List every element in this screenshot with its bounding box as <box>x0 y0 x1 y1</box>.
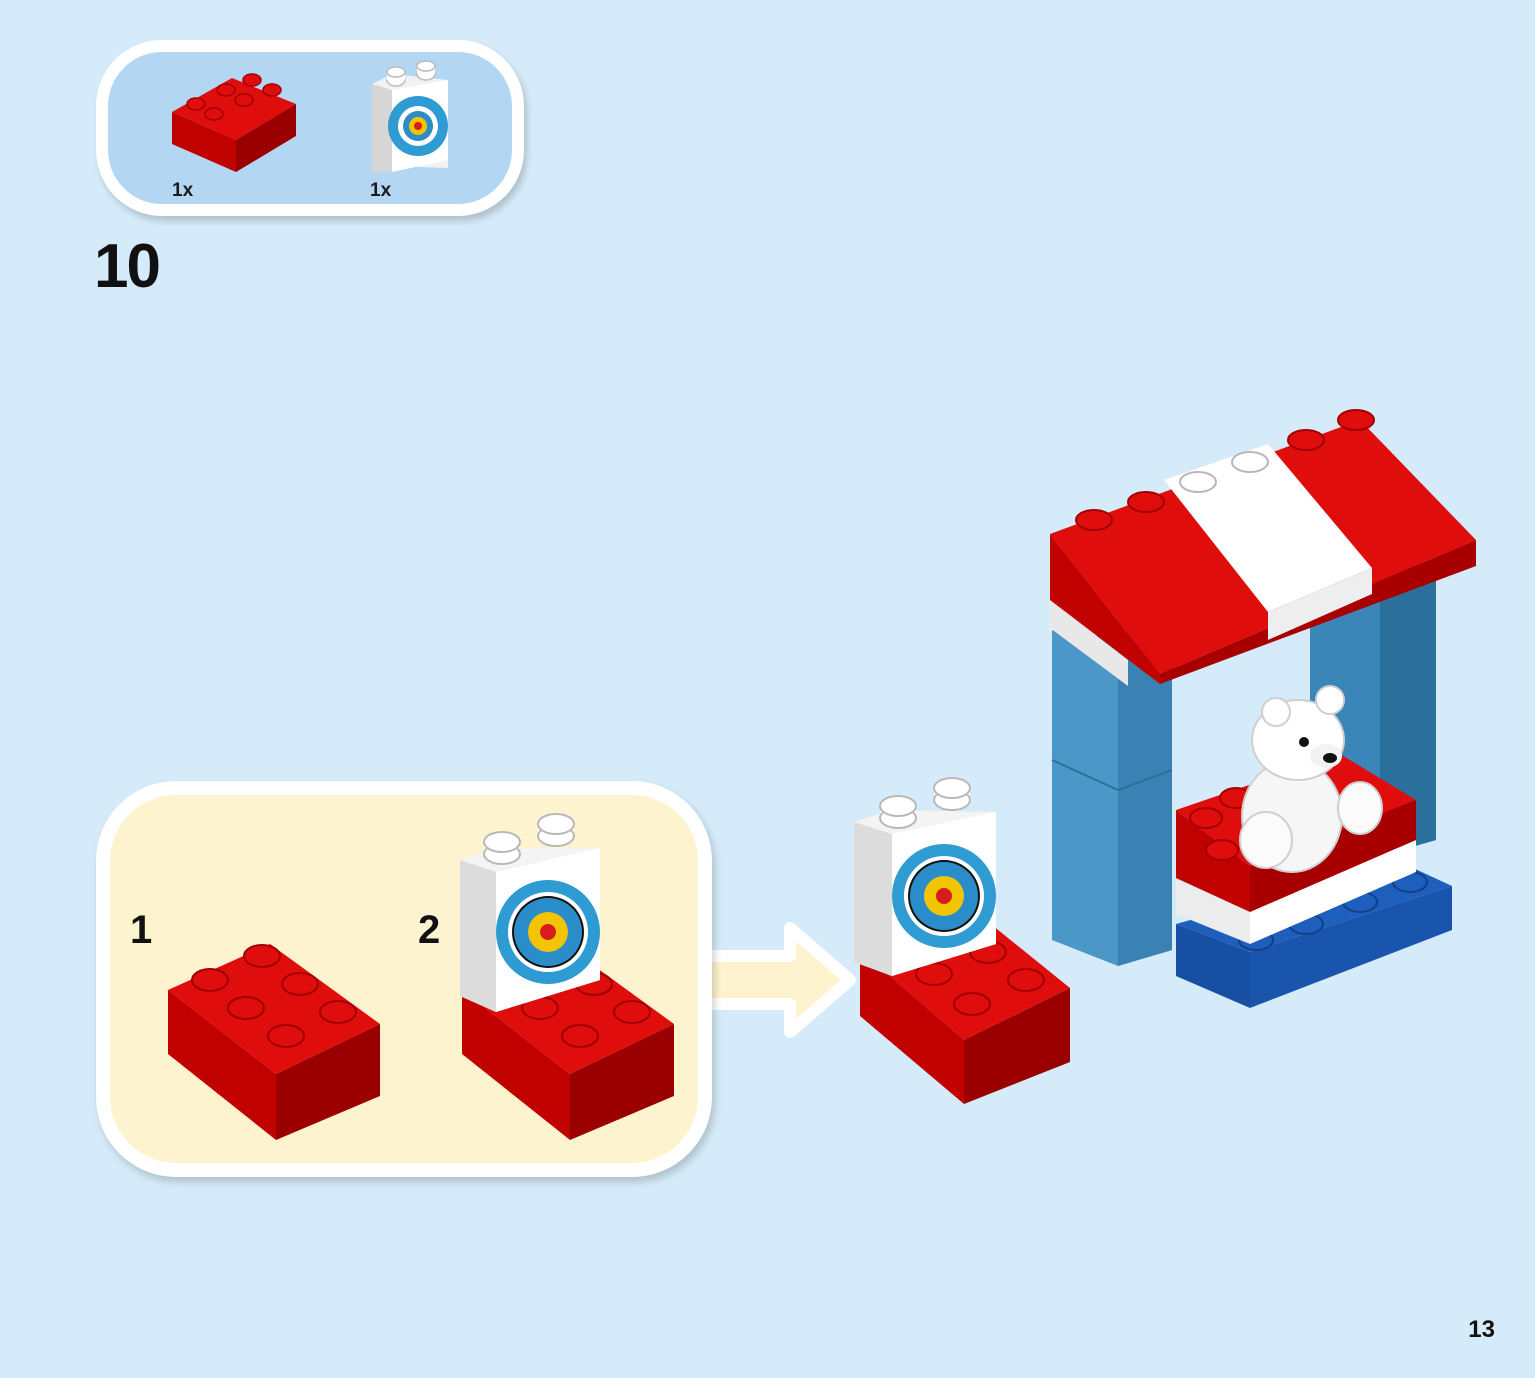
target-brick-build-icon <box>854 777 1070 1104</box>
red-brick-icon <box>168 944 380 1140</box>
sub-step-number: 2 <box>418 908 441 952</box>
sub-step-number: 1 <box>130 908 153 952</box>
booth-model-icon <box>1050 409 1476 1008</box>
target-brick-icon <box>372 60 448 172</box>
part-quantity: 1x <box>370 180 392 201</box>
step-number: 10 <box>94 232 161 301</box>
polar-bear-icon <box>1239 685 1383 873</box>
red-2x3-brick-icon <box>172 73 296 172</box>
target-brick-assembly-icon <box>460 813 674 1140</box>
page-number: 13 <box>1468 1316 1495 1343</box>
part-quantity: 1x <box>172 180 194 201</box>
parts-list-box <box>96 40 524 216</box>
